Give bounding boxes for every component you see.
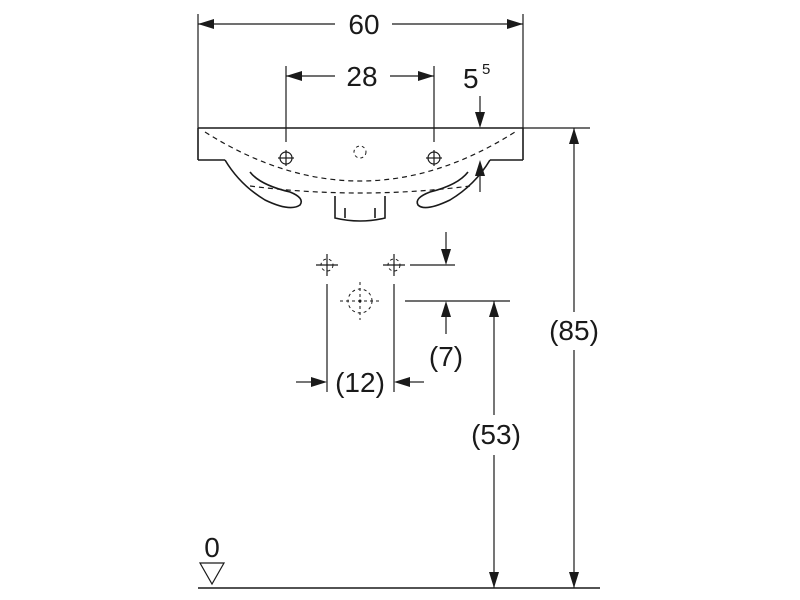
drain-spacing-label: (12) <box>335 367 385 398</box>
supply-left-icon <box>316 254 338 276</box>
width-dimension: 60 <box>197 9 524 128</box>
floor-level-marker: 0 <box>198 532 226 586</box>
drain-offset-label: (7) <box>429 341 463 372</box>
tap-spacing-dimension: 28 <box>285 61 435 142</box>
drain-spacing-dimension: (12) <box>296 284 424 398</box>
supply-right-icon <box>383 254 405 276</box>
tap-hole-left-icon <box>278 150 294 166</box>
total-height-dimension: (85) <box>523 127 599 588</box>
drain-height-label: (53) <box>471 419 521 450</box>
rim-offset-dimension: 5 5 <box>463 61 490 192</box>
drain-height-dimension: (53) <box>471 301 521 588</box>
basin-outline <box>197 127 524 222</box>
width-label: 60 <box>348 9 379 40</box>
rim-offset-label: 5 <box>463 63 479 94</box>
drain-offset-dimension: (7) <box>405 232 510 372</box>
rim-offset-superscript: 5 <box>482 61 490 78</box>
overflow-hole-icon <box>353 145 367 159</box>
drain-connection-icon <box>340 282 380 320</box>
tap-spacing-label: 28 <box>346 61 377 92</box>
tap-hole-right-icon <box>426 150 442 166</box>
floor-level-label: 0 <box>204 532 220 563</box>
total-height-label: (85) <box>549 315 599 346</box>
